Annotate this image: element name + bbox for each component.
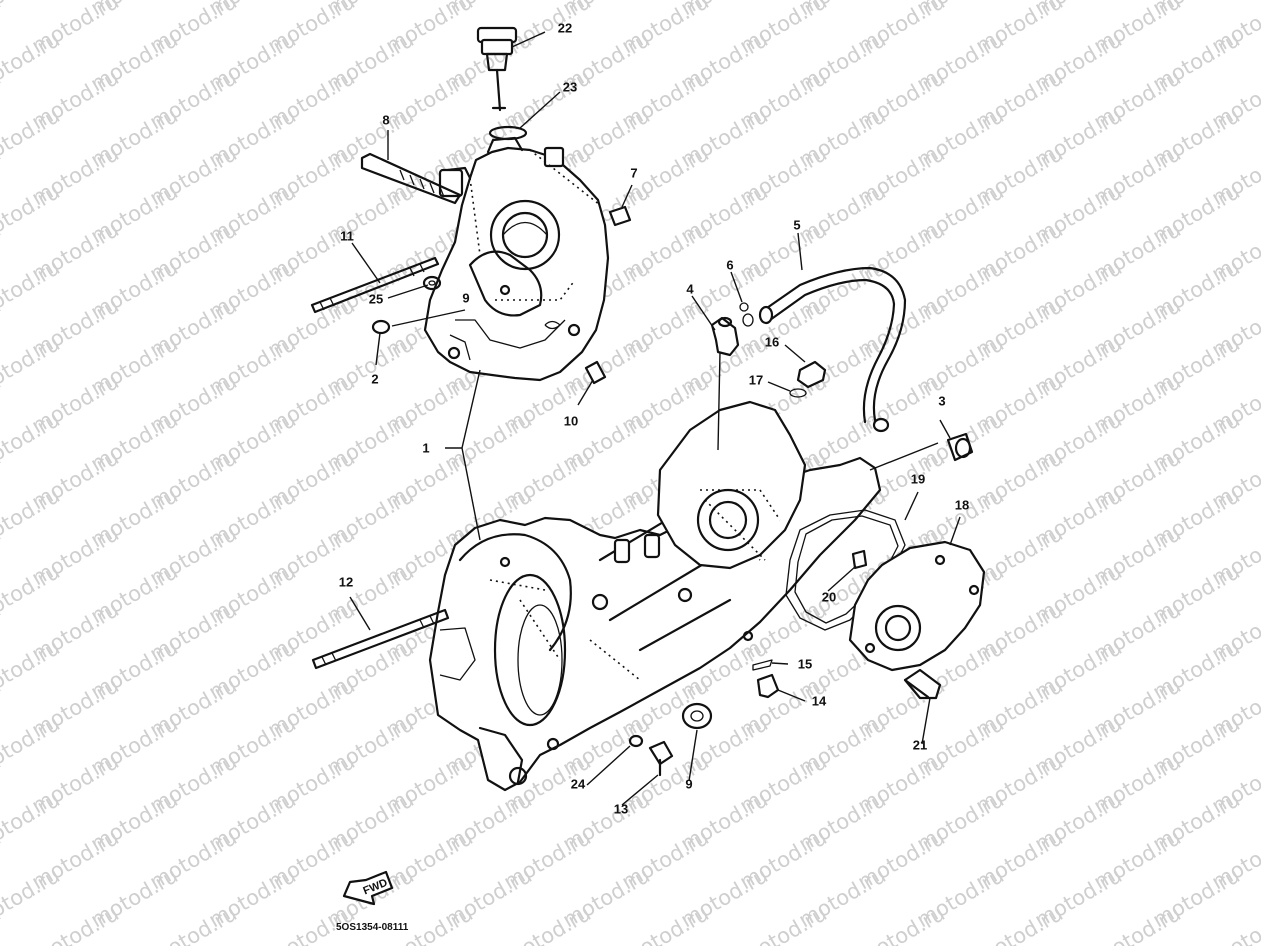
callout-12: 12 xyxy=(339,574,353,589)
callout-17: 18 xyxy=(955,497,969,512)
dowel-pin-7 xyxy=(608,205,632,227)
callout-23: 24 xyxy=(571,776,586,791)
callout-20: 21 xyxy=(913,737,927,752)
watermark-text: motod.ru xyxy=(1090,901,1185,946)
callout-19: 20 xyxy=(822,589,836,604)
bolt-20 xyxy=(903,668,942,700)
callout-3: 3 xyxy=(938,393,945,408)
watermark-text: motod.ru xyxy=(972,901,1067,946)
watermark-text: motod.ru xyxy=(28,901,123,946)
callout-24: 13 xyxy=(614,801,628,816)
callout-11: 11 xyxy=(340,228,354,243)
watermark-text: motod.ru xyxy=(736,901,831,946)
washer-25 xyxy=(422,275,442,291)
watermark-text: motod.ru xyxy=(0,0,64,20)
watermark-text: motod.ru xyxy=(618,901,713,946)
callout-8: 8 xyxy=(382,112,389,127)
pin-10 xyxy=(584,360,607,385)
stud-bolt-11 xyxy=(310,256,440,314)
bolt-8 xyxy=(360,152,462,205)
callout-9-upper: 9 xyxy=(462,290,469,305)
watermark-text: motod.ru xyxy=(854,901,949,946)
callout-16: 17 xyxy=(749,372,763,387)
callout-10: 10 xyxy=(564,413,578,428)
callout-21: 22 xyxy=(558,20,572,35)
breather-joint-4 xyxy=(710,316,740,357)
callout-6: 6 xyxy=(726,257,733,272)
collar-3 xyxy=(946,432,974,462)
o-ring-16 xyxy=(789,388,807,398)
washer-23 xyxy=(628,734,644,748)
watermark-text: motod.ru xyxy=(146,901,241,946)
stud-bolt-12 xyxy=(311,608,450,670)
callout-5: 5 xyxy=(793,217,800,232)
oil-seal-9 xyxy=(681,702,713,730)
breather-hose-5 xyxy=(758,266,907,433)
fwd-arrow-icon: FWD xyxy=(342,870,394,906)
watermark-text: motod.ru xyxy=(0,0,5,58)
callout-18: 19 xyxy=(911,471,925,486)
diagram-code: 5OS1354-08111 xyxy=(336,922,409,933)
callout-9-lower: 9 xyxy=(685,776,692,791)
callout-22: 23 xyxy=(563,79,577,94)
dowel-pin-2 xyxy=(371,319,391,335)
callout-7: 7 xyxy=(630,165,637,180)
plug-15 xyxy=(796,360,827,389)
drain-bolt-13 xyxy=(756,673,780,699)
callout-2: 2 xyxy=(371,371,378,386)
callout-labels: 22 23 8 7 11 25 2 9 10 1 12 5 6 4 16 17 … xyxy=(339,20,969,816)
clip-14 xyxy=(752,659,773,671)
bolt-24 xyxy=(648,740,674,777)
callout-15: 16 xyxy=(765,334,779,349)
watermark-text: motod.ru xyxy=(500,901,595,946)
leader-lines xyxy=(349,31,961,806)
callout-4: 4 xyxy=(686,281,694,296)
crankcase-cover-17 xyxy=(848,540,986,672)
dowel-pin-19 xyxy=(851,549,868,570)
crankcase-left-half xyxy=(423,136,610,382)
callout-1: 1 xyxy=(422,440,429,455)
callout-13: 14 xyxy=(812,693,827,708)
watermark-text: motod.ru xyxy=(1208,901,1261,946)
callout-25: 25 xyxy=(369,291,383,306)
callout-14: 15 xyxy=(798,656,812,671)
oil-level-gauge xyxy=(476,26,518,112)
o-ring-22 xyxy=(488,125,528,141)
crankshaft-housing xyxy=(656,400,807,570)
clip-6 xyxy=(739,302,754,327)
